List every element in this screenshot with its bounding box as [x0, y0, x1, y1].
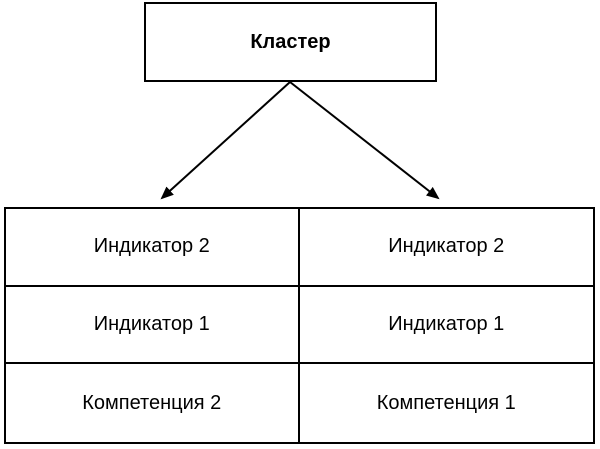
table-cell-row1-left: Индикатор 2 — [6, 209, 300, 287]
arrow-to-left-column — [160, 81, 291, 200]
table-cell-row2-left: Индикатор 1 — [6, 286, 300, 365]
table-cell-row1-right: Индикатор 2 — [299, 209, 593, 287]
competency-table: Индикатор 2 Индикатор 2 Индикатор 1 Инди… — [4, 207, 595, 444]
table-cell-row2-right: Индикатор 1 — [299, 286, 593, 365]
table-cell-row3-right: Компетенция 1 — [299, 364, 593, 442]
arrow-to-right-column — [289, 81, 440, 200]
table-cell-row3-left: Компетенция 2 — [6, 364, 300, 442]
cluster-box: Кластер — [144, 2, 437, 82]
cluster-box-label: Кластер — [250, 30, 331, 53]
